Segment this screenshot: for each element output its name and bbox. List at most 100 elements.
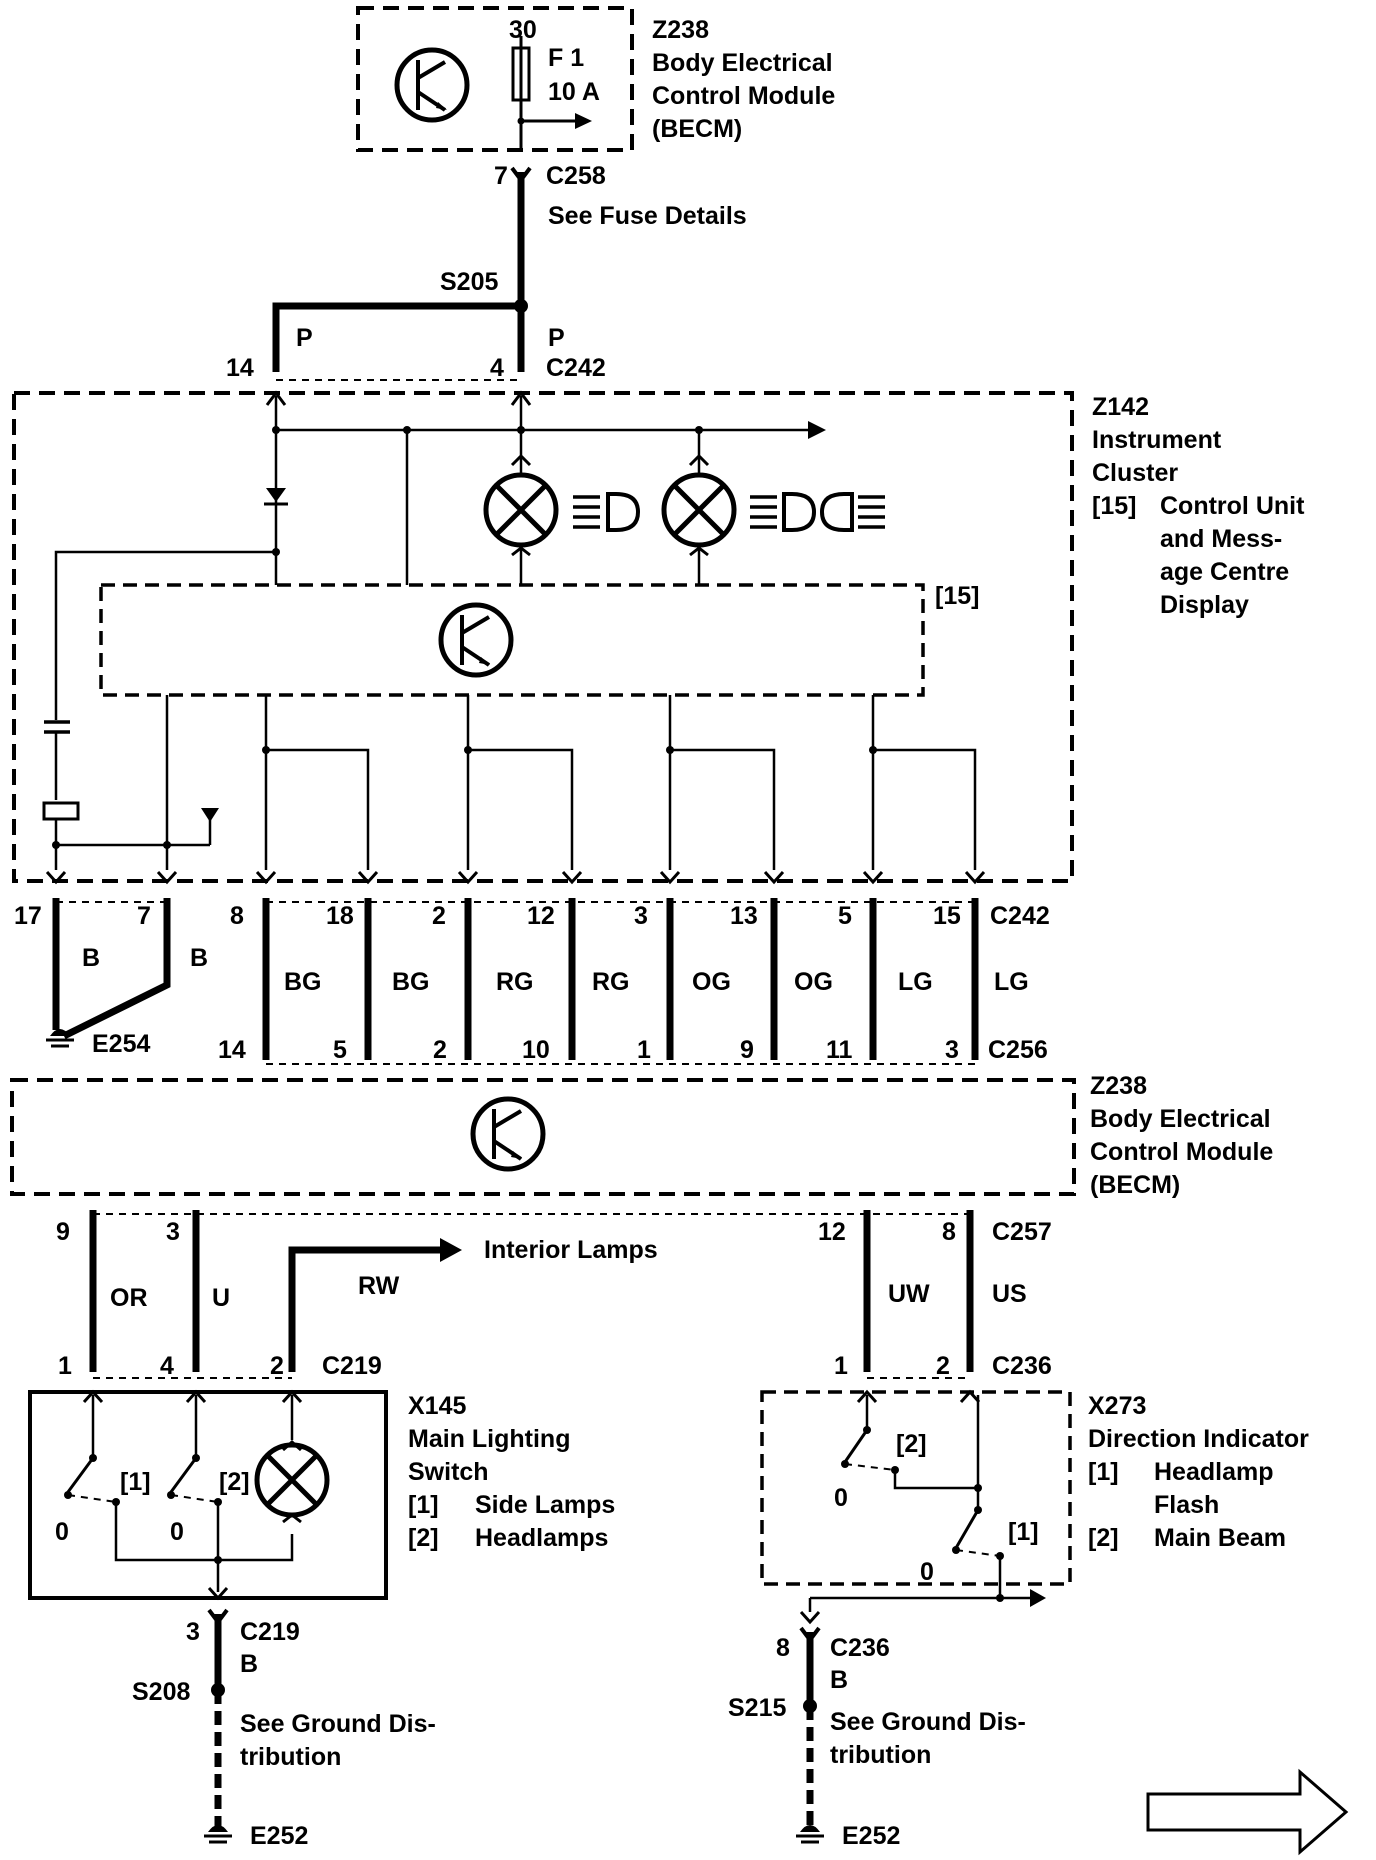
right-ground-circuit: 8 C236 B S215 See Ground Dis- tribution … [728,1626,1026,1850]
ground-e254-icon [46,1029,74,1048]
wire-color-upper: OG [692,968,731,996]
becm-middle-line-2: Control Module [1090,1138,1273,1166]
c242-c256-harness: 17 7 8 18 2 12 3 13 5 15 C242 B B E254 [14,898,1050,1065]
wire-color-upper: B [82,944,100,972]
x273-zero: 0 [834,1484,848,1512]
c256-pin: 11 [826,1036,853,1064]
cluster-ref: Z142 [1092,393,1149,421]
x273-ref: X273 [1088,1392,1146,1420]
instrument-cluster-module: [15] [12,390,1074,885]
left-ground-id: E252 [250,1822,308,1850]
x273-switch-tag: [1] [1008,1518,1039,1546]
wire-color-upper: RG [592,968,630,996]
right-ground-id: E252 [842,1822,900,1850]
becm-middle-transistor-icon [470,1096,546,1172]
x145-switch-tag: [2] [219,1468,250,1496]
control-unit-box [99,583,925,697]
x273-item-label: Flash [1154,1491,1219,1519]
c242-top-left-pin: 14 [226,354,254,382]
wire-color-lower: U [212,1284,230,1312]
c242-id: C242 [990,902,1050,930]
right-ground-note-2: tribution [830,1741,931,1769]
fuse-id-label: F 1 [548,44,584,72]
cluster-line-2: Cluster [1092,459,1178,487]
becm-top-module: 30 F 1 10 A [356,6,634,152]
x145-zero: 0 [170,1518,184,1546]
c257-harness: 9 3 12 8 C257 Interior Lamps OR U RW UW … [56,1210,1052,1380]
x273-line-1: Direction Indicator [1088,1425,1309,1453]
c242-pin: 8 [230,902,244,930]
c242-pin: 18 [326,902,354,930]
becm-top-transistor-icon [394,47,470,123]
cluster-sub-line-2: and Mess- [1160,525,1282,553]
wire-p-right: P [548,324,565,352]
main-beam-indicator-icon [750,492,885,532]
c257-pin: 8 [942,1218,956,1246]
c257-pin: 12 [818,1218,846,1246]
cluster-line-1: Instrument [1092,426,1222,454]
x145-line-2: Switch [408,1458,489,1486]
c258-id: C258 [546,162,606,190]
c242-pin: 2 [432,902,446,930]
interior-lamps-label: Interior Lamps [484,1236,658,1264]
c257-pin: 9 [56,1218,70,1246]
c256-pin: 10 [522,1036,550,1064]
wire-color-upper: B [190,944,208,972]
becm-middle-line-3: (BECM) [1090,1171,1180,1199]
wire-color-lower: OR [110,1284,148,1312]
c242-pin: 5 [838,902,852,930]
cluster-sub-line-3: age Centre [1160,558,1289,586]
right-ground-note-1: See Ground Dis- [830,1708,1026,1736]
c256-pin: 3 [945,1036,959,1064]
next-page-arrow-icon[interactable] [1146,1768,1349,1856]
becm-middle-module [10,1078,1076,1196]
c242-pin: 13 [730,902,758,930]
direction-indicator-switch: [2] [1] 0 0 [760,1389,1072,1625]
c242-pin: 12 [527,902,555,930]
wire-color-upper: RG [496,968,534,996]
c256-pin: 5 [333,1036,347,1064]
c236-id: C236 [992,1352,1052,1380]
right-ground-color: B [830,1666,848,1694]
wire-color-upper: OG [794,968,833,996]
becm-top-ref: Z238 [652,16,709,44]
x145-zero: 0 [55,1518,69,1546]
x145-line-1: Main Lighting [408,1425,570,1453]
c219-pin: 4 [160,1352,174,1380]
c242-pin: 15 [933,902,961,930]
c258-note: See Fuse Details [548,202,747,230]
wire-color-lower: US [992,1280,1027,1308]
x145-item-label: Side Lamps [475,1491,615,1519]
right-ground-conn: C236 [830,1634,890,1662]
c219-pin: 2 [270,1352,284,1380]
cluster-sub-line-4: Display [1160,591,1249,619]
fuse-pin-label: 30 [509,16,537,44]
c258-pin: 7 [494,162,508,190]
wire-color-lower: RW [358,1272,400,1300]
left-ground-conn: C219 [240,1618,300,1646]
x273-item-tag: [2] [1088,1524,1119,1552]
x145-switch-tag: [1] [120,1468,151,1496]
x273-zero: 0 [920,1558,934,1586]
wire-color-upper: BG [392,968,430,996]
c242-top-right-pin: 4 [490,354,504,382]
becm-middle-ref: Z238 [1090,1072,1147,1100]
x273-item-label: Headlamp [1154,1458,1273,1486]
x145-item-tag: [2] [408,1524,439,1552]
x273-item-label: Main Beam [1154,1524,1286,1552]
wire-color-upper: LG [898,968,933,996]
splice-s205-label: S205 [440,268,498,296]
c256-pin: 1 [637,1036,651,1064]
c256-pin: 9 [740,1036,754,1064]
left-ground-circuit: 3 C219 B S208 See Ground Dis- tribution … [132,1608,436,1850]
cluster-sub-line-1: Control Unit [1160,492,1305,520]
cluster-sub-ref: [15] [1092,492,1136,520]
left-ground-note-1: See Ground Dis- [240,1710,436,1738]
c236-pin: 1 [834,1352,848,1380]
c256-id: C256 [988,1036,1048,1064]
c256-pin: 14 [218,1036,246,1064]
main-lighting-switch: [1] [2] 0 0 [28,1389,388,1601]
fuse-rating-label: 10 A [548,78,600,106]
left-ground-pin: 3 [186,1618,200,1646]
